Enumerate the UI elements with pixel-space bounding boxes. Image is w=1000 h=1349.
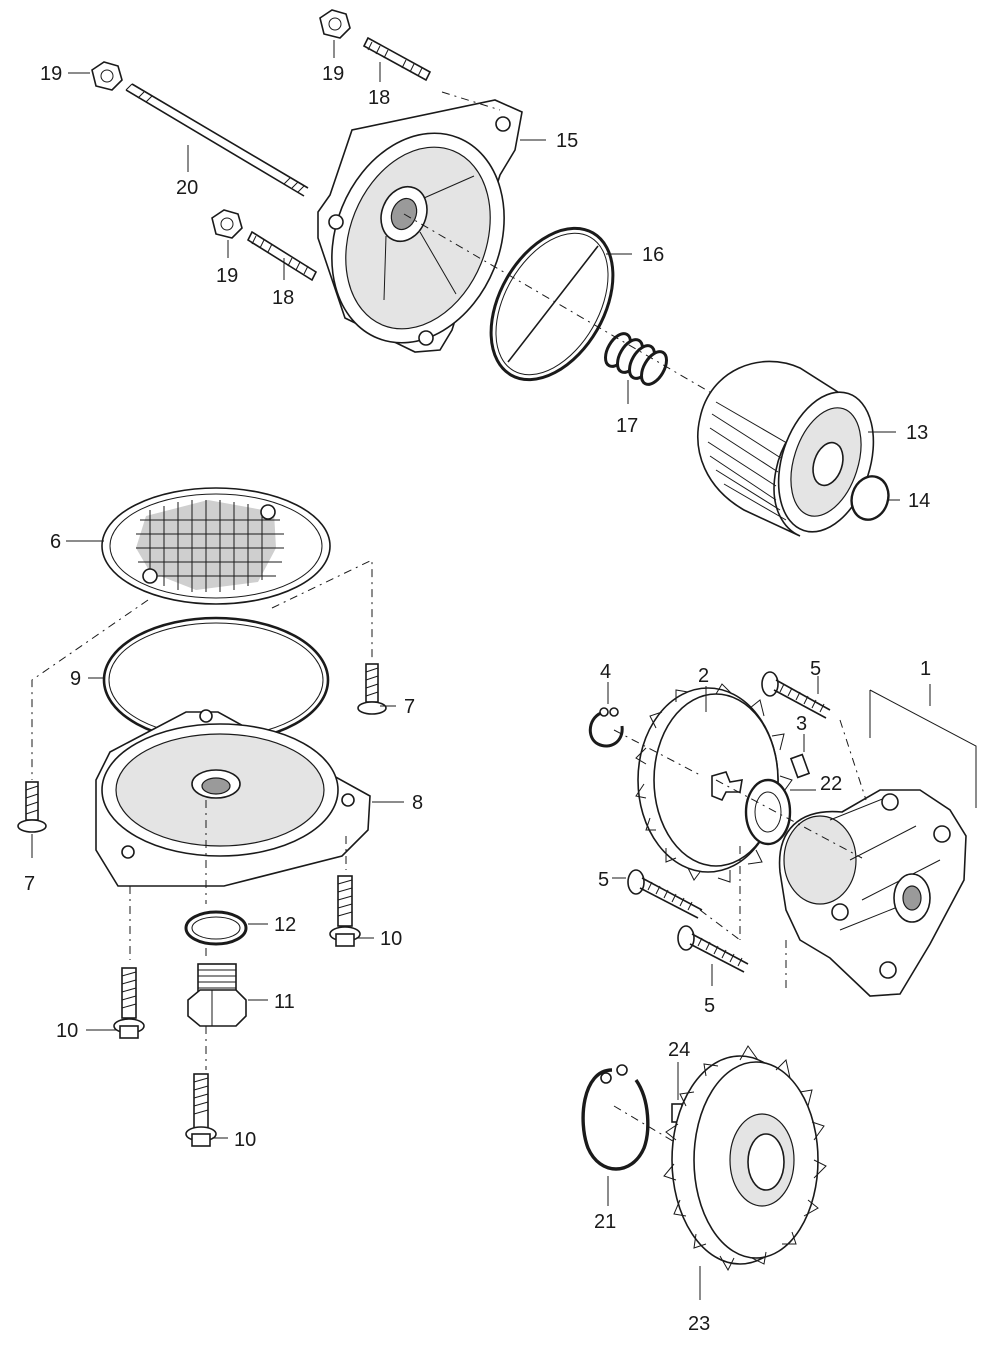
callout-16: 16 xyxy=(642,244,664,266)
dowel-pin-3 xyxy=(789,753,811,779)
filter-cover-15 xyxy=(317,99,523,353)
oil-filter-13 xyxy=(697,360,875,537)
callout-22: 22 xyxy=(820,773,842,795)
callout-9: 9 xyxy=(70,668,81,690)
callout-18a: 18 xyxy=(368,87,390,109)
callout-4: 4 xyxy=(600,661,611,683)
callout-11: 11 xyxy=(274,991,295,1013)
callout-19b: 19 xyxy=(322,63,344,85)
callout-12: 12 xyxy=(274,914,296,936)
callout-5c: 5 xyxy=(704,995,715,1017)
o-ring-16 xyxy=(489,226,615,382)
bolt-10-bottom xyxy=(185,1073,217,1147)
bolt-7-left xyxy=(17,781,47,833)
callout-24: 24 xyxy=(668,1039,690,1061)
callout-8: 8 xyxy=(412,792,423,814)
strainer-screen-6 xyxy=(101,487,331,605)
callout-7a: 7 xyxy=(404,696,415,718)
gear-23 xyxy=(663,1045,827,1272)
callout-15: 15 xyxy=(556,130,578,152)
axis-upper xyxy=(403,213,721,399)
callout-5a: 5 xyxy=(810,658,821,680)
bolt-7-right xyxy=(357,663,387,715)
bolt-10-right xyxy=(329,875,361,947)
callout-21: 21 xyxy=(594,1211,616,1233)
callout-13: 13 xyxy=(906,422,928,444)
bolt-5-bottom xyxy=(677,925,749,973)
callout-20: 20 xyxy=(176,177,198,199)
callout-23: 23 xyxy=(688,1313,710,1335)
callout-18b: 18 xyxy=(272,287,294,309)
callout-17: 17 xyxy=(616,415,638,437)
callout-14: 14 xyxy=(908,490,930,512)
callout-5b: 5 xyxy=(598,869,609,891)
washer-22 xyxy=(744,778,792,846)
nut-19-top xyxy=(319,9,351,39)
callout-6: 6 xyxy=(50,531,61,553)
o-ring-9 xyxy=(102,616,330,744)
bolt-10-left xyxy=(113,967,145,1039)
bracket-1 xyxy=(869,684,977,808)
long-stud-20 xyxy=(125,83,309,197)
nut-19-lower xyxy=(211,209,243,239)
callout-10b: 10 xyxy=(56,1020,78,1042)
callout-19a: 19 xyxy=(40,63,62,85)
nut-19-left xyxy=(91,61,123,91)
stud-18-top xyxy=(362,36,432,82)
callout-10a: 10 xyxy=(380,928,402,950)
callout-10c: 10 xyxy=(234,1129,256,1151)
drain-cover-8 xyxy=(95,709,371,887)
drain-plug-11 xyxy=(187,963,247,1027)
circlip-21 xyxy=(581,1064,650,1171)
callout-2: 2 xyxy=(698,665,709,687)
bolt-5-middle xyxy=(627,869,703,919)
o-ring-14 xyxy=(850,475,890,521)
callout-3: 3 xyxy=(796,713,807,735)
assembly-lines-pump xyxy=(613,719,867,990)
washer-12 xyxy=(184,910,248,946)
callout-19c: 19 xyxy=(216,265,238,287)
callout-1: 1 xyxy=(920,658,931,680)
bolt-5-top xyxy=(761,671,831,719)
oil-pump-body xyxy=(778,789,967,997)
assembly-lines-left xyxy=(31,559,373,780)
spring-17 xyxy=(604,332,668,386)
stud-18-lower xyxy=(246,230,318,282)
circlip-4 xyxy=(588,707,624,748)
callout-7b: 7 xyxy=(24,873,35,895)
